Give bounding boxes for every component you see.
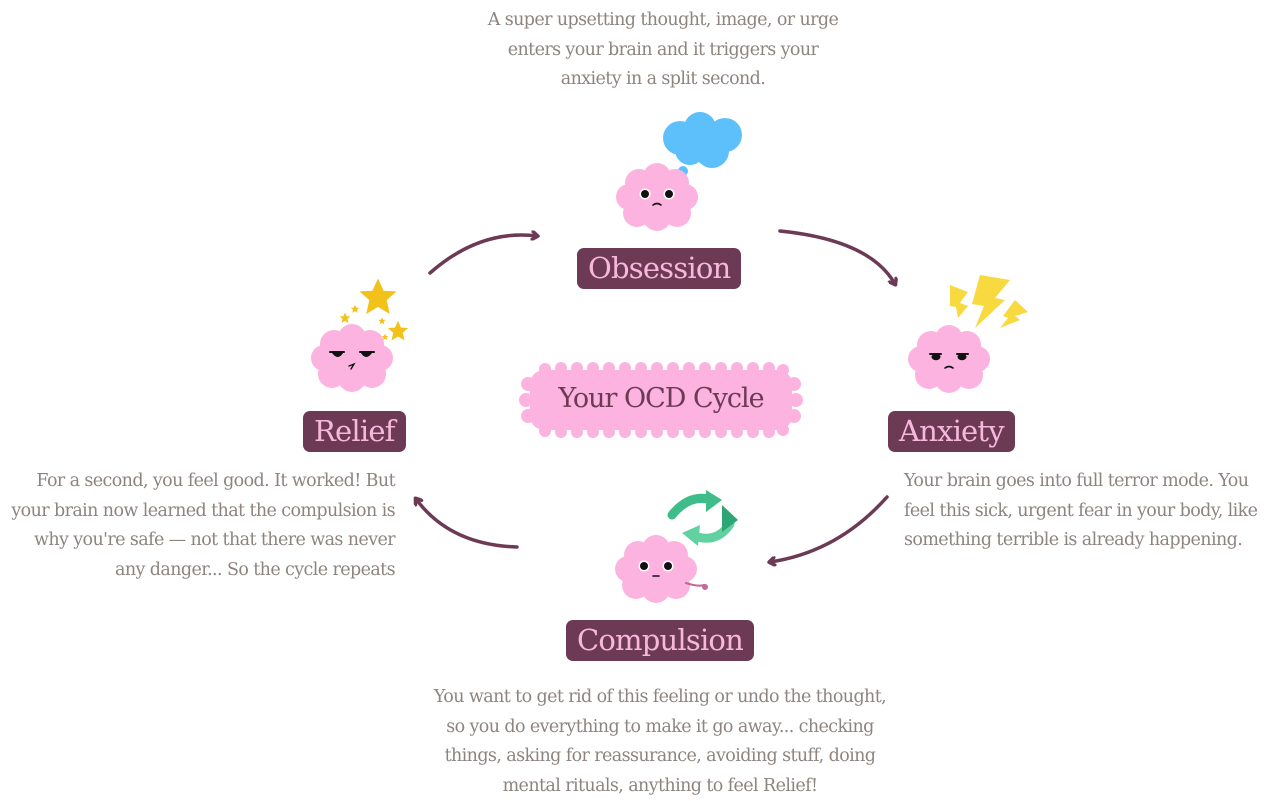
thought-cloud-icon <box>663 112 742 176</box>
brain-character-icon <box>616 163 698 231</box>
arrow-compulsion-to-relief <box>416 499 519 549</box>
arrow-anxiety-to-compulsion <box>770 495 889 562</box>
swirl-arrow-icon <box>667 490 738 546</box>
brain-character-icon <box>908 325 990 393</box>
compulsion-label: Compulsion <box>566 620 754 661</box>
anxiety-label: Anxiety <box>888 411 1015 452</box>
arrow-relief-to-obsession <box>428 235 537 275</box>
relief-description: For a second, you feel good. It worked! … <box>11 471 395 580</box>
compulsion-description: You want to get rid of this feeling or u… <box>433 687 887 796</box>
relief-label: Relief <box>303 411 406 452</box>
arrow-obsession-to-anxiety <box>778 229 895 284</box>
lightning-bolt-icon <box>950 275 1028 328</box>
obsession-description: A super upsetting thought, image, or urg… <box>487 10 839 89</box>
brain-character-icon <box>615 535 708 603</box>
center-badge <box>519 362 803 438</box>
obsession-label: Obsession <box>577 248 742 289</box>
cycle-title: Your OCD Cycle <box>558 383 764 414</box>
anxiety-description: Your brain goes into full terror mode. Y… <box>904 471 1258 550</box>
brain-character-icon <box>311 324 393 392</box>
